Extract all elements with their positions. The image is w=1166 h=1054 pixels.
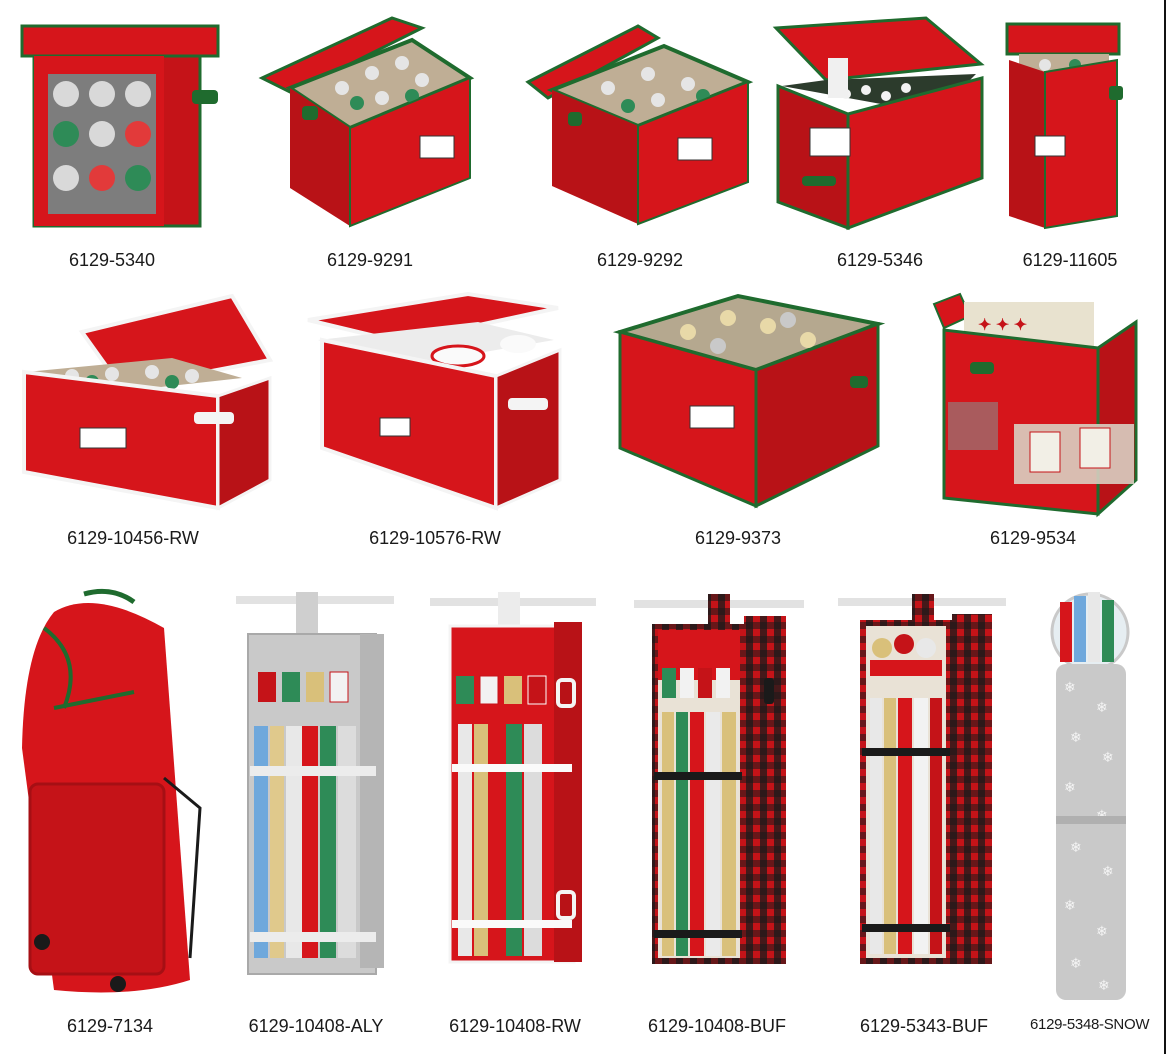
svg-text:✦ ✦ ✦: ✦ ✦ ✦ [978, 317, 1027, 334]
product-card[interactable] [525, 24, 758, 226]
svg-text:❄: ❄ [1102, 864, 1114, 880]
svg-text:❄: ❄ [1070, 956, 1082, 972]
product-card[interactable] [838, 594, 1010, 1006]
gift-bag-organizer-icon: ✦ ✦ ✦ [932, 292, 1138, 518]
light-storage-box-icon [772, 16, 985, 231]
product-card[interactable] [612, 293, 886, 509]
hanging-wrap-organizer-icon [430, 592, 596, 964]
product-sku: 6129-5346 [836, 250, 924, 270]
product-sku: 6129-10408-BUF [647, 1016, 787, 1036]
product-card[interactable] [258, 16, 475, 228]
product-card[interactable] [20, 18, 222, 228]
product-sku: 6129-5340 [68, 250, 156, 270]
tall-ornament-box-icon [1005, 22, 1123, 230]
product-card[interactable] [1005, 20, 1135, 230]
product-card[interactable]: ✦ ✦ ✦ [930, 292, 1140, 518]
product-sku: 6129-5343-BUF [859, 1016, 989, 1036]
product-card[interactable]: ❄❄❄❄ ❄❄❄❄ ❄❄❄❄ [1036, 592, 1146, 1002]
product-card[interactable] [22, 293, 274, 511]
product-sku: 6129-9292 [596, 250, 684, 270]
svg-text:❄: ❄ [1098, 978, 1110, 994]
product-sku: 6129-10576-RW [369, 528, 501, 548]
svg-text:❄: ❄ [1096, 700, 1108, 716]
large-ornament-box-icon [612, 293, 886, 509]
ornament-box-window-icon [20, 24, 220, 228]
ornament-box-open-icon [525, 24, 754, 226]
svg-text:❄: ❄ [1064, 780, 1076, 796]
hanging-wrap-organizer-icon [838, 594, 1006, 964]
dinnerware-chest-icon [307, 291, 562, 511]
product-card[interactable] [307, 291, 562, 511]
ornament-box-open-icon [258, 16, 475, 228]
product-sku: 6129-5348-SNOW [1030, 1016, 1150, 1033]
product-sku: 6129-9291 [326, 250, 414, 270]
svg-text:❄: ❄ [1102, 750, 1114, 766]
wrap-tube-icon: ❄❄❄❄ ❄❄❄❄ ❄❄❄❄ [1050, 592, 1130, 1000]
svg-text:❄: ❄ [1070, 730, 1082, 746]
svg-text:❄: ❄ [1070, 840, 1082, 856]
product-card[interactable] [430, 592, 600, 1004]
product-card[interactable] [236, 592, 396, 1004]
svg-text:❄: ❄ [1096, 924, 1108, 940]
tree-storage-bag-icon [22, 588, 202, 993]
product-sku: 6129-9534 [989, 528, 1077, 548]
hanging-wrap-organizer-icon [634, 594, 804, 964]
product-sku: 6129-9373 [694, 528, 782, 548]
product-sku: 6129-10408-ALY [248, 1016, 384, 1036]
product-sku: 6129-11605 [1022, 250, 1118, 270]
product-sku: 6129-10408-RW [449, 1016, 581, 1036]
product-sku: 6129-10456-RW [67, 528, 199, 548]
product-card[interactable] [14, 588, 214, 1000]
page-border [1164, 0, 1166, 1054]
svg-text:❄: ❄ [1064, 898, 1076, 914]
product-card[interactable] [634, 594, 808, 1006]
product-sku: 6129-7134 [66, 1016, 154, 1036]
hanging-wrap-organizer-icon [236, 592, 394, 975]
svg-text:❄: ❄ [1064, 680, 1076, 696]
ornament-chest-icon [22, 293, 274, 511]
product-card[interactable] [772, 16, 986, 231]
